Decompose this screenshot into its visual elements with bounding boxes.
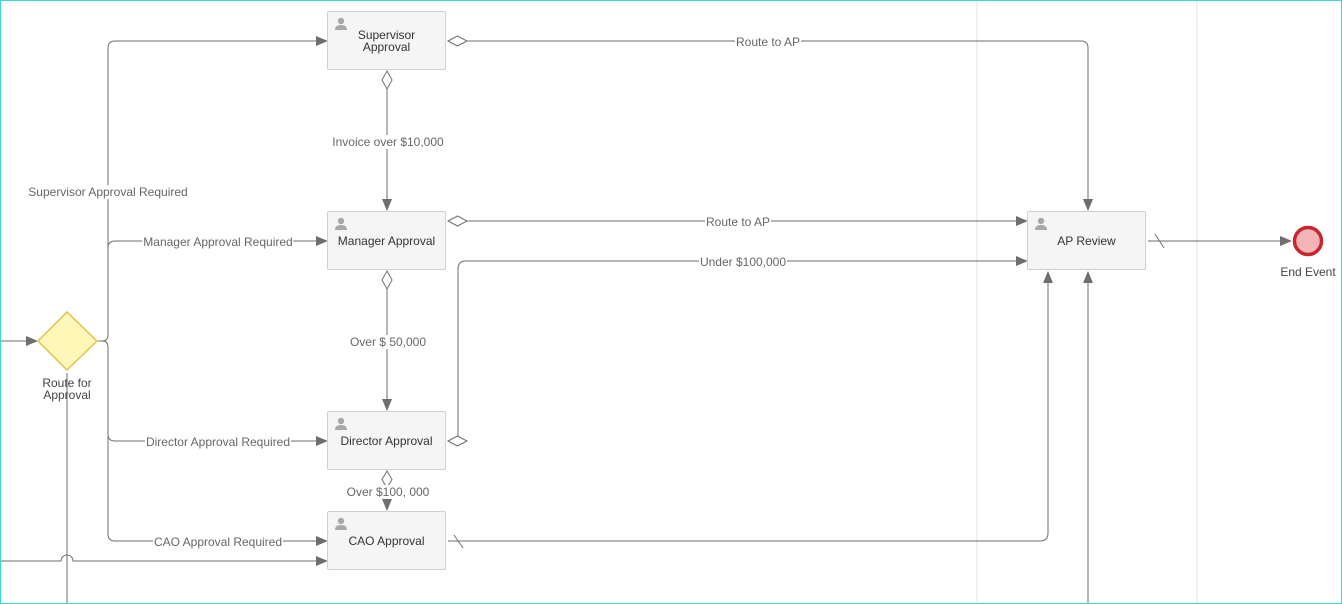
flow-label-invoice-over-10000: Invoice over $10,000: [331, 135, 445, 149]
incoming-flow-lower[interactable]: [1, 554, 328, 566]
flow-supervisor-route-ap[interactable]: [467, 40, 1093, 211]
flow-label-over-50000: Over $ 50,000: [348, 335, 428, 349]
end-event-label: End Event: [1280, 265, 1336, 279]
user-icon: [335, 417, 347, 430]
gateway-label: Route for Approval: [42, 376, 92, 402]
flow-gateway-lower-branch[interactable]: [98, 340, 328, 546]
task-director-approval[interactable]: Director Approval: [327, 411, 446, 470]
task-cao-approval[interactable]: CAO Approval: [327, 511, 446, 570]
condition-marker: [446, 215, 469, 227]
flow-label-cao-required: CAO Approval Required: [152, 535, 284, 549]
exclusive-gateway-diamond[interactable]: [36, 310, 99, 372]
flow-director-required[interactable]: [107, 433, 328, 446]
user-icon: [335, 17, 347, 30]
flow-under-100000[interactable]: [448, 256, 1028, 442]
flow-label-manager-required: Manager Approval Required: [142, 235, 294, 249]
flow-label-supervisor-required: Supervisor Approval Required: [27, 185, 189, 199]
task-ap-review[interactable]: AP Review: [1027, 211, 1146, 270]
default-flow-marker: [1154, 233, 1165, 249]
condition-marker: [446, 35, 469, 47]
default-flow-marker: [453, 534, 464, 549]
user-icon: [335, 517, 347, 530]
task-label: Manager Approval: [337, 233, 436, 248]
condition-marker: [446, 435, 469, 447]
condition-marker: [381, 69, 393, 91]
task-label: AP Review: [1057, 233, 1116, 248]
flow-label-manager-route-ap: Route to AP: [704, 215, 772, 229]
user-icon: [335, 217, 347, 230]
user-icon: [1035, 217, 1047, 230]
condition-marker: [381, 269, 393, 291]
end-event-circle[interactable]: [1292, 225, 1324, 257]
task-label: Director Approval: [340, 433, 433, 448]
flow-label-under-100000: Under $100,000: [698, 255, 788, 269]
task-label: CAO Approval: [348, 533, 425, 548]
task-supervisor-approval[interactable]: Supervisor Approval: [327, 11, 446, 70]
flow-cao-to-ap[interactable]: [448, 271, 1053, 542]
flow-manager-required[interactable]: [107, 236, 328, 249]
task-manager-approval[interactable]: Manager Approval: [327, 211, 446, 270]
flow-label-supervisor-route-ap: Route to AP: [734, 35, 802, 49]
flow-label-director-required: Director Approval Required: [144, 435, 292, 449]
task-label: Supervisor Approval: [357, 27, 416, 54]
flow-label-over-100000: Over $100, 000: [345, 485, 431, 499]
